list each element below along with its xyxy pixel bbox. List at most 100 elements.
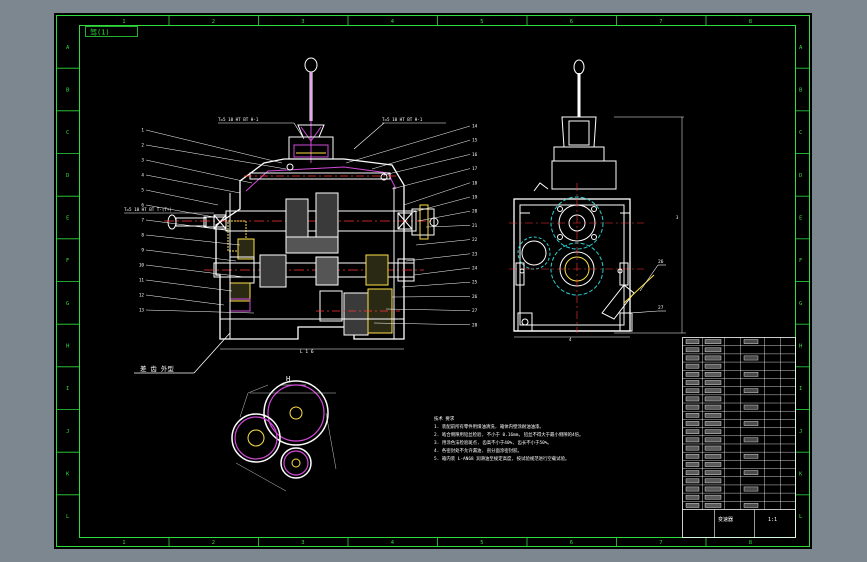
- left-callout-leader: [145, 219, 233, 232]
- tech-note-line: 2. 啮合侧隙用铅丝检验, 不小于 0.16mm, 铅丝不得大于最小侧隙的4倍。: [434, 431, 583, 438]
- title-block-cell-fill: [704, 339, 722, 344]
- left-callout-number: 1: [141, 128, 144, 134]
- title-block-cell-fill: [685, 347, 700, 353]
- title-block-cell-fill: [704, 486, 722, 492]
- title-block-cell-fill: [685, 355, 700, 361]
- column-label-top: 1: [122, 19, 125, 25]
- row-label-right: K: [799, 472, 803, 478]
- left-callout-number: 10: [139, 263, 145, 269]
- right-callout-leader: [409, 196, 471, 214]
- gearbox-section-view: T=5 10 HT BT T-(T+) T=5 10 HT BT H-1 T=5…: [124, 57, 478, 374]
- title-block-cell-fill: [685, 486, 700, 492]
- gearbox-side-view: 3 4 26 27: [509, 59, 686, 342]
- left-callout-number: 5: [141, 188, 144, 194]
- left-callout-leader: [145, 174, 241, 194]
- title-block-cell-fill: [704, 388, 722, 394]
- section-label: 差 齿 外型: [140, 364, 174, 373]
- left-callout-leader: [145, 234, 241, 246]
- right-callout-leader: [425, 225, 471, 228]
- title-block-cell-fill: [704, 380, 722, 385]
- row-label-right: A: [799, 45, 803, 51]
- row-label-right: F: [799, 258, 802, 264]
- title-block-cell-fill: [685, 453, 700, 459]
- left-callout-leader: [145, 204, 215, 218]
- right-callout-number: 25: [472, 280, 478, 286]
- right-callout-number: 19: [472, 195, 478, 201]
- row-label-right: E: [799, 216, 802, 222]
- right-callout-leader: [405, 253, 471, 262]
- row-label-right: C: [799, 130, 802, 136]
- left-callout-leader: [145, 144, 287, 170]
- title-block-cell-fill: [743, 339, 759, 344]
- right-callout-leader: [417, 210, 471, 222]
- title-block-cell-fill: [704, 445, 722, 451]
- column-label-bottom: 2: [212, 540, 215, 546]
- column-label-top: 4: [391, 19, 395, 25]
- left-callout-number: 9: [141, 248, 144, 254]
- tech-note-line: 3. 用涂色法检验斑点, 齿高不小于40%, 齿长不小于50%。: [434, 439, 552, 446]
- left-callout-leader: [145, 309, 255, 314]
- title-block-cell-fill: [743, 404, 759, 410]
- title-block-cell-fill: [685, 339, 700, 344]
- left-callout-number: 3: [141, 158, 144, 164]
- right-callout-number: 22: [472, 237, 478, 243]
- tech-note-line: 1. 装配前所有零件用煤油清洗, 箱体内壁涂耐油油漆。: [434, 423, 544, 430]
- column-label-bottom: 8: [749, 540, 752, 546]
- right-callout-number: 27: [472, 308, 478, 314]
- left-callout-leader: [145, 129, 283, 164]
- title-block-cell-fill: [743, 503, 759, 508]
- row-label-left: C: [66, 130, 69, 136]
- right-callout-number: 21: [472, 223, 478, 229]
- left-callout-number: 11: [139, 278, 145, 284]
- column-label-top: 2: [212, 19, 215, 25]
- column-label-top: 7: [659, 19, 662, 25]
- right-callout-number: 18: [472, 180, 478, 186]
- column-label-top: 6: [570, 19, 573, 25]
- row-label-left: F: [66, 258, 69, 264]
- left-callout-number: 4: [141, 173, 144, 179]
- title-block-cell-fill: [743, 453, 759, 459]
- right-callout-leader: [345, 125, 471, 164]
- title-block-cell-fill: [743, 372, 759, 377]
- left-callout-leader: [145, 294, 225, 306]
- title-block-cell-fill: [704, 470, 722, 475]
- row-label-right: J: [799, 429, 802, 435]
- right-callout-leader: [371, 139, 471, 170]
- left-callout-number: 7: [141, 218, 144, 224]
- right-callout-number: 28: [472, 322, 478, 328]
- right-callout-number: 15: [472, 138, 478, 144]
- title-block-cell-fill: [685, 404, 700, 410]
- left-callout-number: 8: [141, 233, 144, 239]
- title-block-cell-fill: [704, 478, 722, 484]
- title-block-cell-fill: [685, 429, 700, 434]
- right-callout-leader: [391, 296, 471, 298]
- title-block-cell-fill: [685, 437, 700, 443]
- spec-top-left: T=5 10 HT BT H-1: [218, 117, 259, 122]
- technical-notes: 技术 要求1. 装配前所有零件用煤油清洗, 箱体内壁涂耐油油漆。2. 啮合侧隙用…: [434, 415, 583, 462]
- title-block-cell-fill: [704, 355, 722, 361]
- right-callout-leader: [415, 239, 471, 246]
- left-callout-leader: [145, 159, 253, 184]
- title-block-cell-fill: [743, 437, 759, 443]
- title-block-cell-fill: [743, 355, 759, 361]
- title-block-cell-fill: [743, 470, 759, 475]
- title-block-cell-fill: [685, 413, 700, 418]
- title-block-cell-fill: [704, 421, 722, 426]
- row-label-left: L: [66, 514, 70, 520]
- title-tag-text: 驾(1): [90, 28, 110, 37]
- row-label-left: E: [66, 216, 69, 222]
- title-block-cell-fill: [704, 503, 722, 508]
- title-block-cell-fill: [704, 347, 722, 353]
- right-callout-number: 26: [472, 294, 478, 300]
- left-callout-number: 12: [139, 293, 145, 299]
- column-label-bottom: 6: [570, 540, 573, 546]
- title-block-cell-fill: [685, 396, 700, 402]
- title-block-cell-fill: [685, 388, 700, 394]
- title-block-cell-fill: [704, 462, 722, 467]
- right-callout-number: 23: [472, 251, 478, 257]
- column-label-top: 3: [301, 19, 304, 25]
- title-block-cell-fill: [685, 372, 700, 377]
